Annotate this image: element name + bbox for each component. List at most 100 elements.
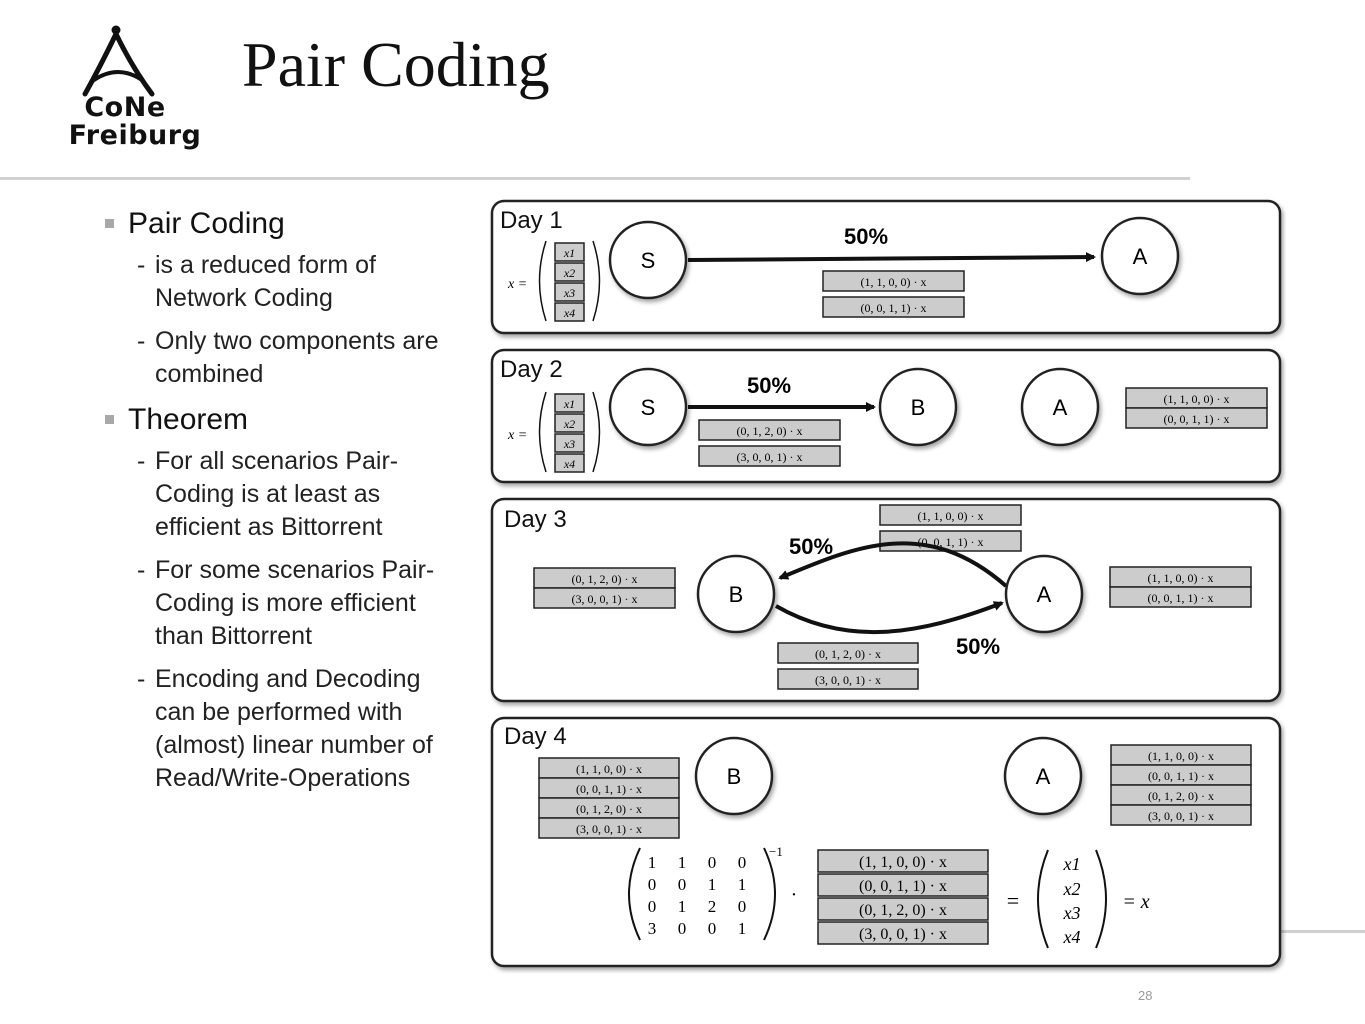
logo-mark-icon [82, 25, 155, 97]
svg-text:0: 0 [738, 897, 747, 916]
svg-text:(3, 0, 0, 1) · x: (3, 0, 0, 1) · x [859, 926, 947, 943]
svg-text:(0, 0, 1, 1) · x: (0, 0, 1, 1) · x [1164, 412, 1230, 426]
header-divider [0, 177, 1190, 180]
day4-panel: Day 4 (1, 1, 0, 0) · x (0, 0, 1, 1) · x … [490, 716, 1282, 968]
svg-text:(0, 1, 2, 0) · x: (0, 1, 2, 0) · x [815, 647, 881, 661]
svg-text:(0, 1, 2, 0) · x: (0, 1, 2, 0) · x [572, 572, 638, 586]
svg-text:(0, 0, 1, 1) · x: (0, 0, 1, 1) · x [576, 782, 642, 796]
svg-text:(3, 0, 0, 1) · x: (3, 0, 0, 1) · x [815, 673, 881, 687]
svg-text:x2: x2 [563, 417, 575, 431]
svg-text:A: A [1036, 764, 1051, 789]
svg-text:S: S [641, 248, 656, 273]
svg-text:A: A [1037, 582, 1052, 607]
svg-text:(3, 0, 0, 1) · x: (3, 0, 0, 1) · x [1148, 809, 1214, 823]
cone-freiburg-logo: CoNe Freiburg [60, 22, 210, 157]
svg-text:1: 1 [738, 875, 747, 894]
svg-text:(3, 0, 0, 1) · x: (3, 0, 0, 1) · x [572, 592, 638, 606]
svg-text:B: B [727, 764, 742, 789]
bullet-square-icon [105, 415, 114, 424]
svg-text:x3: x3 [563, 437, 575, 451]
svg-text:50%: 50% [844, 224, 888, 249]
bullet-theorem: Theorem [100, 401, 465, 439]
svg-text:(0, 1, 2, 0) · x: (0, 1, 2, 0) · x [1148, 789, 1214, 803]
logo-text-freiburg: Freiburg [68, 120, 202, 151]
svg-text:(1, 1, 0, 0) · x: (1, 1, 0, 0) · x [1164, 392, 1230, 406]
svg-text:Day 2: Day 2 [500, 356, 563, 383]
svg-text:x3: x3 [563, 286, 575, 300]
svg-text:A: A [1053, 395, 1068, 420]
svg-text:(0, 0, 1, 1) · x: (0, 0, 1, 1) · x [859, 878, 947, 895]
svg-text:(3, 0, 0, 1) · x: (3, 0, 0, 1) · x [737, 450, 803, 464]
svg-text:1: 1 [678, 897, 687, 916]
page-number: 28 [1138, 988, 1153, 1003]
svg-text:(0, 1, 2, 0) · x: (0, 1, 2, 0) · x [576, 802, 642, 816]
sub-bullet: -Only two components are combined [137, 327, 439, 388]
sub-bullet: -Encoding and Decoding can be performed … [137, 665, 433, 792]
svg-text:(1, 1, 0, 0) · x: (1, 1, 0, 0) · x [1148, 571, 1214, 585]
svg-text:B: B [729, 582, 744, 607]
svg-text:1: 1 [648, 853, 657, 872]
svg-text:x4: x4 [563, 457, 575, 471]
matrix-equation: 1 1 0 0 0 0 1 1 0 1 2 0 3 0 0 1 −1 · (1,… [628, 844, 1150, 949]
svg-text:(1, 1, 0, 0) · x: (1, 1, 0, 0) · x [576, 762, 642, 776]
page-title: Pair Coding [242, 29, 550, 100]
bullet-list: Pair Coding -is a reduced form of Networ… [100, 205, 465, 805]
svg-text:50%: 50% [956, 634, 1000, 659]
svg-text:x1: x1 [1063, 854, 1081, 874]
svg-text:0: 0 [678, 875, 687, 894]
svg-text:(0, 0, 1, 1) · x: (0, 0, 1, 1) · x [1148, 769, 1214, 783]
pair-coding-diagram: Day 1 x = x1 x2 x3 x4 50% S A (1, 1, 0, … [490, 199, 1282, 968]
svg-text:0: 0 [678, 919, 687, 938]
svg-text:(0, 1, 2, 0) · x: (0, 1, 2, 0) · x [859, 902, 947, 919]
svg-text:Day 1: Day 1 [500, 207, 563, 234]
svg-text:x =: x = [507, 428, 527, 443]
svg-text:(1, 1, 0, 0) · x: (1, 1, 0, 0) · x [861, 275, 927, 289]
sub-bullet: -For all scenarios Pair-Coding is at lea… [137, 447, 399, 541]
svg-text:x1: x1 [563, 397, 575, 411]
svg-text:= x: = x [1122, 891, 1149, 913]
svg-text:A: A [1133, 244, 1148, 269]
svg-text:x4: x4 [1063, 927, 1081, 947]
footer-divider [1210, 930, 1365, 933]
svg-text:=: = [1007, 888, 1019, 913]
svg-text:(0, 0, 1, 1) · x: (0, 0, 1, 1) · x [1148, 591, 1214, 605]
svg-text:1: 1 [738, 919, 747, 938]
svg-text:x3: x3 [1063, 903, 1081, 923]
svg-text:(0, 1, 2, 0) · x: (0, 1, 2, 0) · x [737, 424, 803, 438]
svg-text:−1: −1 [769, 844, 783, 859]
svg-text:0: 0 [708, 919, 717, 938]
svg-text:50%: 50% [789, 534, 833, 559]
svg-text:x =: x = [507, 277, 527, 292]
svg-text:2: 2 [708, 897, 717, 916]
svg-text:(3, 0, 0, 1) · x: (3, 0, 0, 1) · x [576, 822, 642, 836]
svg-text:0: 0 [738, 853, 747, 872]
svg-text:1: 1 [708, 875, 717, 894]
svg-text:(1, 1, 0, 0) · x: (1, 1, 0, 0) · x [1148, 749, 1214, 763]
svg-text:x1: x1 [563, 246, 575, 260]
svg-text:x2: x2 [563, 266, 575, 280]
day2-panel: Day 2 x = x1 x2 x3 x4 50% S B A (0, 1, 2… [490, 348, 1282, 484]
svg-text:(0, 0, 1, 1) · x: (0, 0, 1, 1) · x [861, 301, 927, 315]
svg-text:1: 1 [678, 853, 687, 872]
svg-text:0: 0 [648, 875, 657, 894]
svg-text:B: B [911, 395, 926, 420]
svg-text:Day 4: Day 4 [504, 723, 567, 750]
sub-bullet: -is a reduced form of Network Coding [137, 251, 376, 312]
svg-text:0: 0 [648, 897, 657, 916]
svg-text:S: S [641, 395, 656, 420]
svg-text:3: 3 [648, 919, 657, 938]
svg-text:x4: x4 [563, 306, 575, 320]
svg-text:Day 3: Day 3 [504, 506, 567, 533]
svg-text:(1, 1, 0, 0) · x: (1, 1, 0, 0) · x [918, 509, 984, 523]
sub-bullet: -For some scenarios Pair-Coding is more … [137, 556, 435, 650]
bullet-square-icon [105, 219, 114, 228]
svg-text:0: 0 [708, 853, 717, 872]
svg-text:·: · [791, 884, 798, 906]
logo-text-cone: CoNe [84, 92, 166, 123]
svg-text:(1, 1, 0, 0) · x: (1, 1, 0, 0) · x [859, 854, 947, 871]
svg-text:x2: x2 [1063, 879, 1081, 899]
day1-panel: Day 1 x = x1 x2 x3 x4 50% S A (1, 1, 0, … [490, 199, 1282, 335]
bullet-pair-coding: Pair Coding [100, 205, 465, 243]
day3-panel: Day 3 (1, 1, 0, 0) · x (0, 0, 1, 1) · x … [490, 497, 1282, 703]
svg-text:50%: 50% [747, 373, 791, 398]
